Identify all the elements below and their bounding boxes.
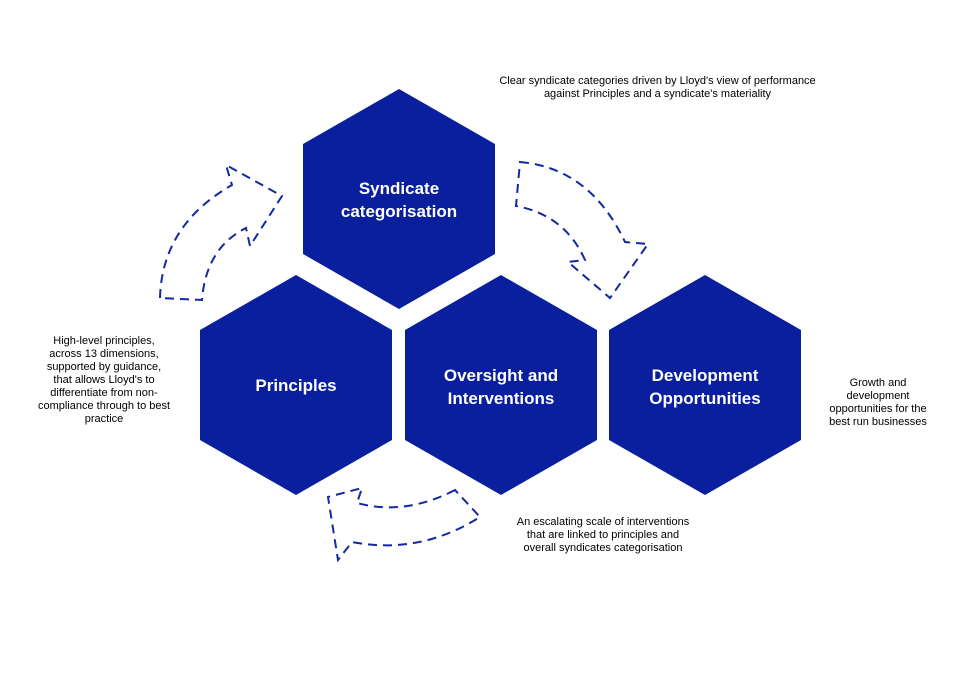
development-note: Growth and development opportunities for…	[812, 377, 944, 429]
note-line: compliance through to best	[37, 400, 171, 412]
hexagon-syndicate-categorisation	[303, 89, 495, 309]
development-label-line2: Opportunities	[649, 389, 760, 408]
note-line: overall syndicates categorisation	[523, 542, 683, 554]
principles-note: High-level principles, across 13 dimensi…	[24, 335, 184, 426]
note-line: Clear syndicate categories driven by Llo…	[499, 75, 816, 87]
note-line: against Principles and a syndicate's mat…	[543, 88, 772, 100]
note-line: practice	[84, 413, 124, 425]
principles-label: Principles	[255, 376, 336, 395]
hexagon-principles	[200, 275, 392, 495]
curved-arrow-icon-right	[514, 160, 650, 300]
curved-arrow-icon-left	[158, 162, 284, 302]
hexagon-oversight-interventions	[405, 275, 597, 495]
syndicate-label-line1: Syndicate	[359, 179, 439, 198]
syndicate-label-line2: categorisation	[341, 202, 457, 221]
curved-arrow-icon-bottom	[326, 486, 482, 563]
oversight-note: An escalating scale of interventions tha…	[496, 516, 710, 555]
note-line: differentiate from non-	[50, 387, 158, 399]
note-line: High-level principles,	[53, 335, 155, 347]
note-line: best run businesses	[829, 416, 927, 428]
note-line: development	[846, 390, 910, 402]
note-line: that are linked to principles and	[526, 529, 680, 541]
note-line: across 13 dimensions,	[49, 348, 159, 360]
note-line: opportunities for the	[829, 403, 927, 415]
hexagon-development-opportunities	[609, 275, 801, 495]
note-line: An escalating scale of interventions	[516, 516, 690, 528]
oversight-label-line1: Oversight and	[444, 366, 558, 385]
development-label-line1: Development	[652, 366, 759, 385]
note-line: Growth and	[849, 377, 907, 389]
note-line: that allows Lloyd's to	[53, 374, 155, 386]
syndicate-note: Clear syndicate categories driven by Llo…	[470, 75, 845, 101]
note-line: supported by guidance,	[46, 361, 162, 373]
oversight-label-line2: Interventions	[448, 389, 555, 408]
